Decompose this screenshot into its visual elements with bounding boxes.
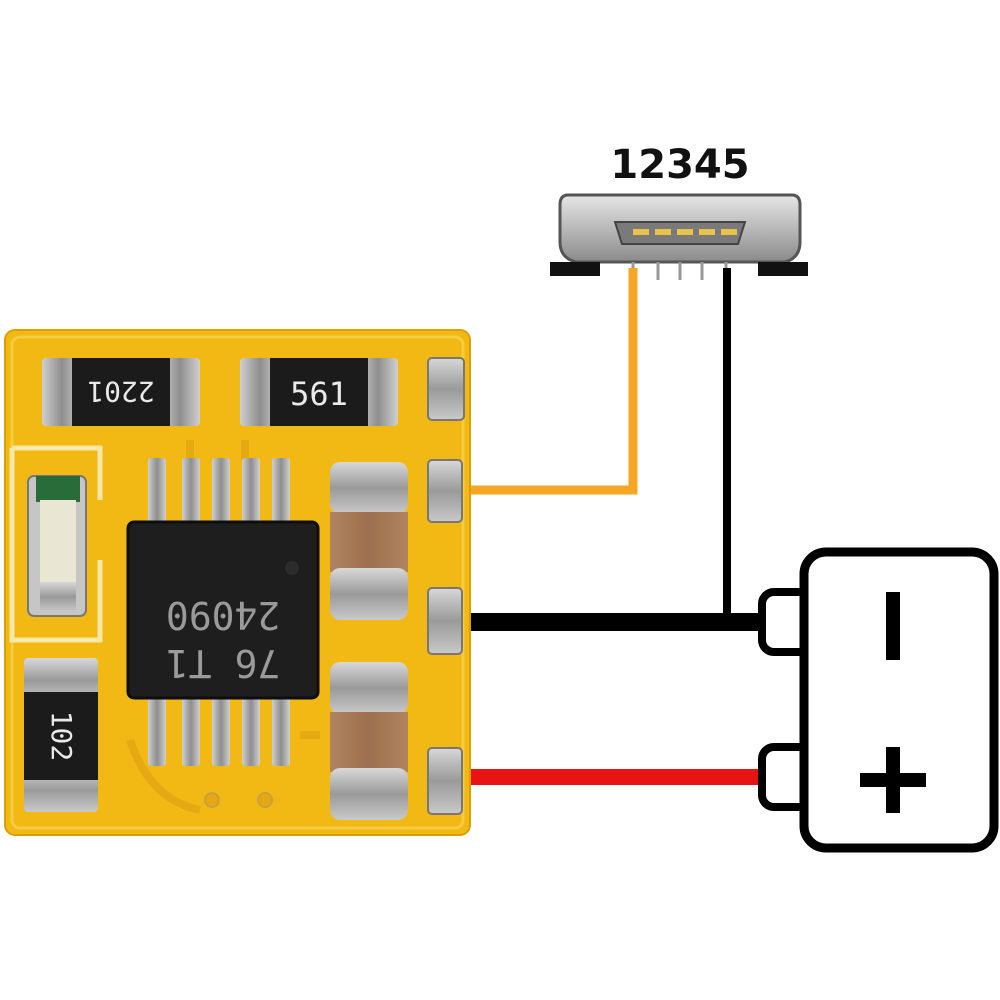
solder-pad-positive — [427, 747, 463, 815]
ic-marking-line1: 24090 — [166, 593, 280, 637]
connector-pin-label: 12345 — [610, 142, 749, 188]
wires — [462, 268, 770, 785]
resistor-top-middle: 561 — [240, 358, 398, 426]
via — [257, 792, 273, 808]
ic-pins-top — [148, 458, 290, 530]
solder-pad — [427, 357, 465, 421]
smd-led — [27, 475, 87, 617]
micro-usb-connector: 12345 — [550, 142, 808, 280]
ic-marking-line2: 76 T1 — [166, 641, 280, 685]
battery — [758, 547, 999, 853]
ic-pins-bottom — [148, 690, 290, 766]
resistor-top-left: 2201 — [42, 358, 200, 426]
usb-solder-leads — [631, 262, 728, 280]
solder-pad-usb-data — [427, 459, 463, 523]
via — [204, 792, 220, 808]
resistor-bottom-left: 102 — [24, 658, 98, 812]
resistor-label: 102 — [45, 711, 78, 762]
usb-pins — [633, 229, 737, 235]
solder-pad-negative — [427, 587, 463, 655]
battery-minus-symbol — [886, 592, 900, 660]
battery-plus-symbol — [860, 747, 926, 813]
capacitor-upper — [320, 460, 412, 626]
orange-wire — [462, 268, 638, 495]
usb-mount-tab-left — [550, 262, 600, 276]
resistor-label: 2201 — [87, 375, 154, 408]
led-silkscreen — [9, 445, 103, 643]
resistor-label: 561 — [290, 375, 348, 413]
usb-mount-tab-right — [758, 262, 808, 276]
ic-pin1-dot — [285, 561, 299, 575]
ic-chip: 24090 76 T1 — [126, 520, 320, 700]
pcb-board: 2201 561 102 — [4, 329, 471, 836]
battery-body — [799, 547, 999, 853]
capacitor-lower — [320, 660, 412, 826]
